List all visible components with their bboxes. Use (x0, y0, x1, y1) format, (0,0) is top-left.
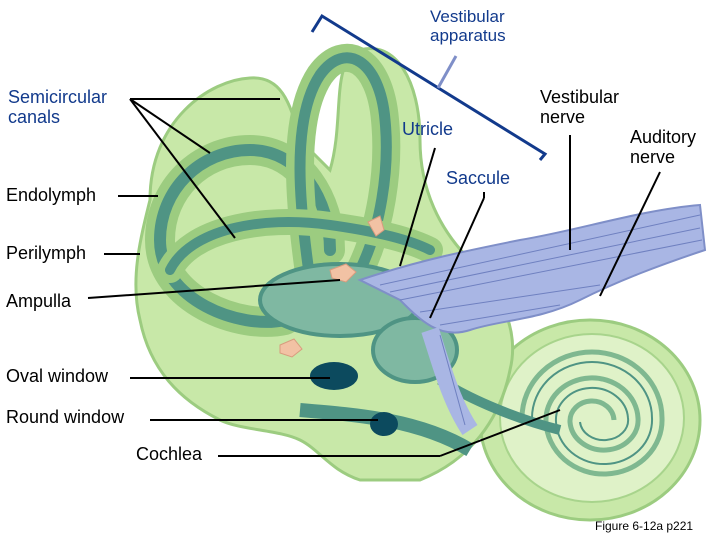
label-ampulla: Ampulla (6, 291, 72, 311)
ampulla-cristae (279, 215, 385, 358)
cochlea-shape (478, 318, 702, 522)
label-auditory-nerve: Auditory nerve (630, 127, 697, 167)
label-vestibular-apparatus: Vestibular apparatus (430, 7, 506, 45)
leader-lines (87, 98, 661, 457)
label-saccule: Saccule (446, 168, 511, 188)
figure-caption: Figure 6-12a p221 (595, 519, 694, 533)
label-endolymph: Endolymph (6, 185, 97, 205)
label-perilymph: Perilymph (6, 243, 87, 263)
oval-window-shape (310, 362, 358, 390)
label-vestibular-nerve: Vestibular nerve (540, 87, 620, 127)
semicircular-canals-shape (144, 43, 443, 337)
label-semicircular-canals: Semicircular canals (8, 87, 108, 127)
label-cochlea: Cochlea (136, 444, 203, 464)
nerve-bundle (357, 203, 707, 435)
label-oval-window: Oval window (6, 366, 109, 386)
label-utricle: Utricle (402, 119, 454, 139)
label-round-window: Round window (6, 407, 125, 427)
round-window-shape (370, 412, 398, 436)
vestibular-apparatus-bracket (310, 13, 548, 161)
